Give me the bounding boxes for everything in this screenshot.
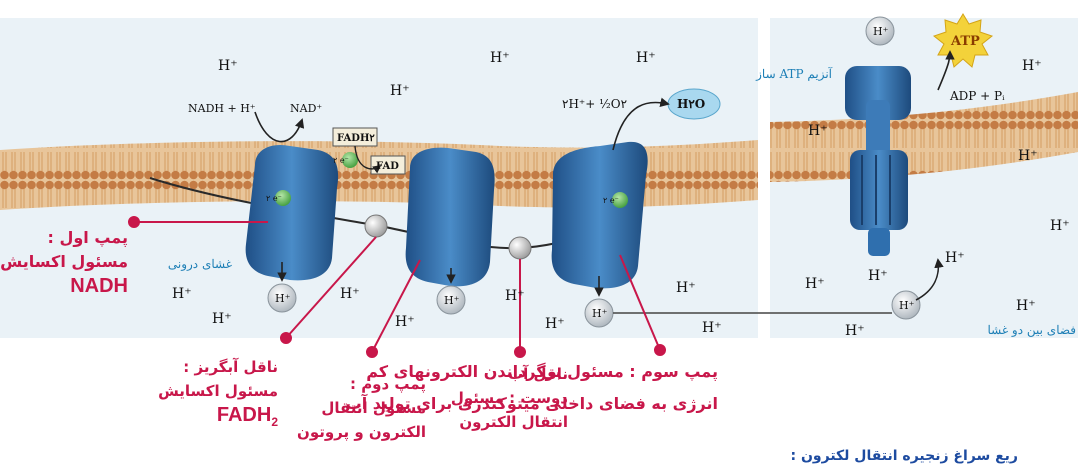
h-label: H⁺ — [218, 58, 238, 74]
ubiquinone-carrier-icon — [365, 215, 387, 237]
fadh-carrier-sub: 2 — [271, 415, 278, 429]
h-label: H⁺ — [676, 280, 696, 296]
proton-badge-text: H⁺ — [899, 299, 915, 312]
electron-badge-text: ۲ e⁻ — [603, 196, 619, 205]
h-label: H⁺ — [212, 311, 232, 327]
atp-synthase-icon — [845, 66, 911, 256]
complex-3-protein-icon — [406, 148, 495, 287]
pump1-line2: مسئول اکسایش — [0, 250, 128, 274]
h-label: H⁺ — [1050, 218, 1070, 234]
atp-synthase-label: آنزیم ATP ساز — [755, 66, 833, 81]
h-label: H⁺ — [1022, 58, 1042, 74]
h-label: H⁺ — [395, 314, 415, 330]
h-label: H⁺ — [490, 50, 510, 66]
fadh-carrier-line1: ناقل آبگریز : — [158, 355, 278, 379]
intermembrane-label: فضای بین دو غشا — [987, 323, 1076, 337]
h-label: H⁺ — [808, 123, 828, 139]
h-label: H⁺ — [805, 276, 825, 292]
h-label: H⁺ — [172, 286, 192, 302]
pump2-line3: الکترون و پروتون — [297, 420, 426, 444]
cytochrome-c-carrier-icon — [509, 237, 531, 259]
complex-4-protein-icon — [552, 142, 648, 289]
atp-label: ATP — [950, 34, 980, 49]
adp-pi-label: ADP + Pᵢ — [949, 89, 1005, 103]
h-label: H⁺ — [702, 320, 722, 336]
h-label: H⁺ — [845, 323, 865, 339]
proton-badge-text: H⁺ — [873, 25, 889, 38]
fadh-carrier-annotation: ناقل آبگریز : مسئول اکسایش FADH2 — [158, 355, 278, 434]
nadh-reaction-label: NADH + H⁺ — [188, 102, 256, 115]
pump1-line1: پمپ اول : — [0, 226, 128, 250]
electron-badge-text: ۲ e⁻ — [266, 194, 282, 203]
nad-plus-label: NAD⁺ — [290, 102, 322, 115]
h-label: H⁺ — [505, 288, 525, 304]
bottom-fragment: ریع سراغ زنجیره انتقال لکترون : — [790, 444, 1018, 468]
h-label: H⁺ — [340, 286, 360, 302]
h-label: H⁺ — [868, 268, 888, 284]
pump1-line3: NADH — [0, 274, 128, 298]
fadh-carrier-line2: مسئول اکسایش — [158, 379, 278, 403]
fadh-carrier-text: FADH — [217, 404, 271, 426]
h-label: H⁺ — [390, 83, 410, 99]
fad-label: FAD — [376, 161, 399, 172]
h-label: H⁺ — [636, 50, 656, 66]
complex-1-protein-icon — [246, 145, 338, 280]
pump3-line1: پمپ سوم : مسئول برگرداندن الکترونهای کم — [346, 356, 718, 388]
proton-badge-text: H⁺ — [592, 307, 608, 320]
h-label: H⁺ — [945, 250, 965, 266]
pump1-annotation: پمپ اول : مسئول اکسایش NADH — [0, 226, 128, 298]
inner-membrane-label: غشای درونی — [168, 257, 232, 271]
bottom-fragment-text: ریع سراغ زنجیره انتقال لکترون : — [790, 448, 1018, 464]
proton-badge-text: H⁺ — [444, 294, 460, 307]
pump3-annotation: پمپ سوم : مسئول برگرداندن الکترونهای کم … — [346, 356, 718, 420]
pump3-line2: انرژی به فضای داخلی میتوکندری برای تولید… — [346, 388, 718, 420]
proton-badge-text: H⁺ — [275, 292, 291, 305]
fadh-carrier-line3: FADH2 — [158, 403, 278, 434]
h-label: H⁺ — [1016, 298, 1036, 314]
water-reaction-label: ۲H⁺+ ½O۲ — [562, 97, 627, 111]
fadh2-label: FADH۲ — [337, 133, 375, 144]
h-label: H⁺ — [1018, 148, 1038, 164]
h-label: H⁺ — [545, 316, 565, 332]
water-product-label: H۲O — [677, 97, 705, 111]
electron-badge-text: ۲ e⁻ — [333, 156, 349, 165]
